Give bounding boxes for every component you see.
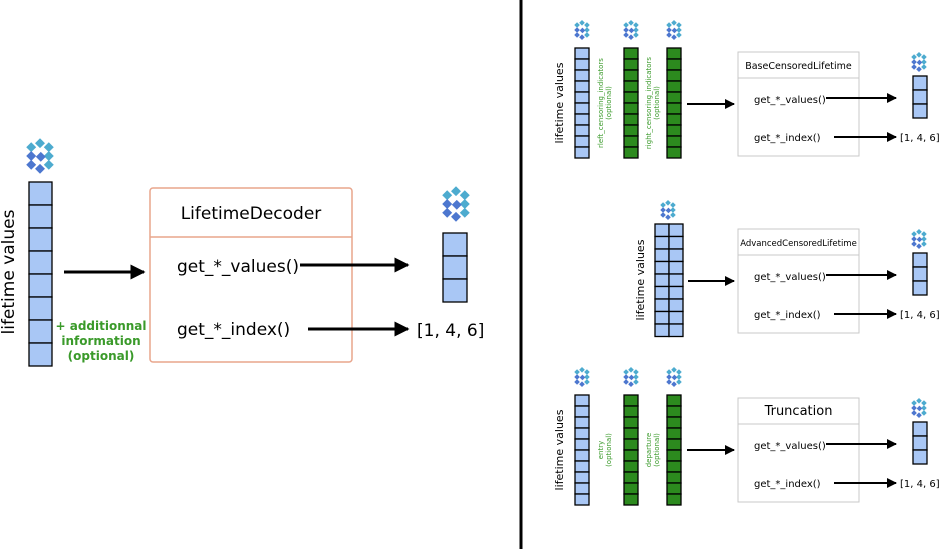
column-label: lifetime values	[553, 409, 566, 490]
variant-panels: lifetime values rleft_censoring_indicator…	[553, 19, 940, 506]
column-label: right_censoring_indicators	[645, 57, 653, 149]
output-array	[912, 421, 928, 465]
numpy-logo-icon	[574, 19, 590, 41]
method-values: get_*_values()	[754, 95, 826, 106]
decoder-title: LifetimeDecoder	[181, 204, 322, 224]
main-input-label: lifetime values	[0, 209, 19, 334]
numpy-logo-icon	[26, 138, 54, 174]
numpy-logo-icon	[666, 366, 682, 388]
column-sublabel: (optional)	[605, 86, 613, 120]
column-label: departure	[645, 433, 653, 468]
panel-base-censored: lifetime values rleft_censoring_indicator…	[553, 19, 940, 159]
method-values: get_*_values()	[177, 257, 299, 277]
decoder-box: LifetimeDecoder get_*_values() get_*_ind…	[149, 187, 353, 363]
numpy-logo-icon	[623, 19, 639, 41]
column-sublabel: (optional)	[605, 433, 613, 467]
method-values: get_*_values()	[754, 441, 826, 452]
output-array	[912, 75, 928, 119]
main-diagram: lifetime values + additionnal informatio…	[0, 138, 484, 367]
numpy-logo-icon	[911, 51, 927, 73]
column-sublabel: (optional)	[653, 86, 661, 120]
method-values: get_*_values()	[754, 272, 826, 283]
class-box-title: Truncation	[764, 404, 833, 419]
numpy-logo-icon	[623, 366, 639, 388]
numpy-logo-icon	[911, 228, 927, 250]
input-array	[574, 394, 590, 506]
numpy-logo-icon	[574, 366, 590, 388]
class-box: AdvancedCensoredLifetime get_*_values()ge…	[737, 228, 860, 334]
column-label: entry	[597, 441, 605, 460]
column-label: rleft_censoring_indicators	[597, 58, 605, 148]
indicator-array	[666, 394, 682, 506]
method-index: get_*_index()	[754, 479, 821, 490]
column-label: lifetime values	[634, 239, 647, 320]
index-output: [1, 4, 6]	[900, 310, 940, 321]
indicator-array	[623, 47, 639, 159]
column-sublabel: (optional)	[653, 433, 661, 467]
numpy-logo-icon	[660, 199, 676, 221]
panel-advanced-censored: lifetime values AdvancedCensoredLifetime g…	[634, 199, 940, 338]
class-box-title: AdvancedCensoredLifetime	[740, 239, 857, 249]
additional-info-line-1: + additionnal	[55, 319, 146, 333]
output-array	[912, 252, 928, 296]
indicator-array	[623, 394, 639, 506]
class-box-title: BaseCensoredLifetime	[745, 61, 852, 72]
index-output: [1, 4, 6]	[417, 321, 484, 341]
class-box: BaseCensoredLifetime get_*_values() get_*_…	[737, 51, 860, 157]
method-index: get_*_index()	[177, 320, 290, 340]
column-label: lifetime values	[553, 62, 566, 143]
method-index: get_*_index()	[754, 310, 821, 321]
class-box: Truncation get_*_values() get_*_index()	[737, 397, 860, 503]
index-output: [1, 4, 6]	[900, 479, 940, 490]
method-index: get_*_index()	[754, 133, 821, 144]
input-array-2d	[654, 223, 684, 338]
input-array	[574, 47, 590, 159]
numpy-logo-icon	[442, 186, 470, 222]
output-array	[442, 232, 468, 303]
numpy-logo-icon	[911, 397, 927, 419]
index-output: [1, 4, 6]	[900, 133, 940, 144]
additional-info-line-2: information	[61, 334, 140, 348]
indicator-array	[666, 47, 682, 159]
additional-info-line-3: (optional)	[68, 349, 135, 363]
numpy-logo-icon	[666, 19, 682, 41]
input-array	[28, 181, 53, 367]
